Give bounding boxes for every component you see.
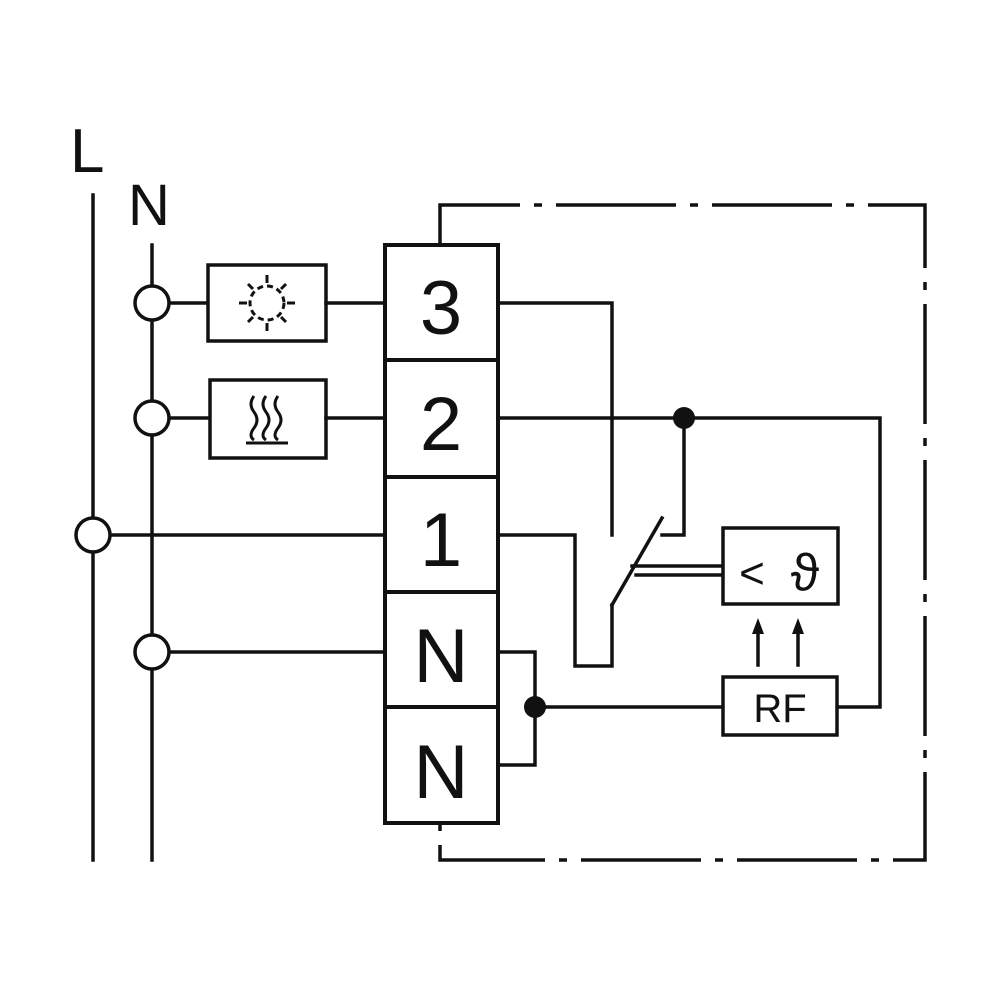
terminal-block: 3 2 1 N N — [383, 243, 500, 825]
terminal-n-heating — [133, 399, 171, 437]
junction-dot-2 — [673, 407, 695, 429]
terminal-label-n2: N — [414, 730, 469, 815]
wire-1-to-switch — [496, 533, 614, 668]
line-label: L — [70, 117, 104, 186]
wire-3-to-switch — [496, 301, 614, 537]
switch-contact — [609, 515, 665, 608]
signal-arrow-left — [752, 618, 764, 667]
terminal-l — [74, 516, 112, 554]
terminal-label-2: 2 — [420, 382, 462, 467]
sensor-theta: ϑ — [791, 544, 820, 602]
junction-dot-n — [524, 696, 546, 718]
terminal-n-cooling — [133, 284, 171, 322]
cooling-load — [206, 263, 328, 343]
heater-icon — [246, 395, 288, 445]
sensor-less-than: < — [739, 549, 765, 598]
heating-load — [208, 378, 328, 460]
enclosure-boundary — [438, 203, 927, 862]
snowflake-icon — [239, 275, 295, 331]
thermostat-sensor: < ϑ — [721, 526, 840, 606]
rf-module: RF — [721, 675, 839, 737]
wire-2-tap-to-switch — [660, 416, 686, 537]
signal-arrow-right — [792, 618, 804, 667]
terminal-label-3: 3 — [420, 266, 462, 351]
terminal-n — [133, 633, 171, 671]
terminal-label-n1: N — [414, 614, 469, 699]
neutral-label: N — [128, 173, 170, 238]
terminal-label-1: 1 — [420, 498, 462, 583]
rf-label: RF — [753, 687, 806, 731]
